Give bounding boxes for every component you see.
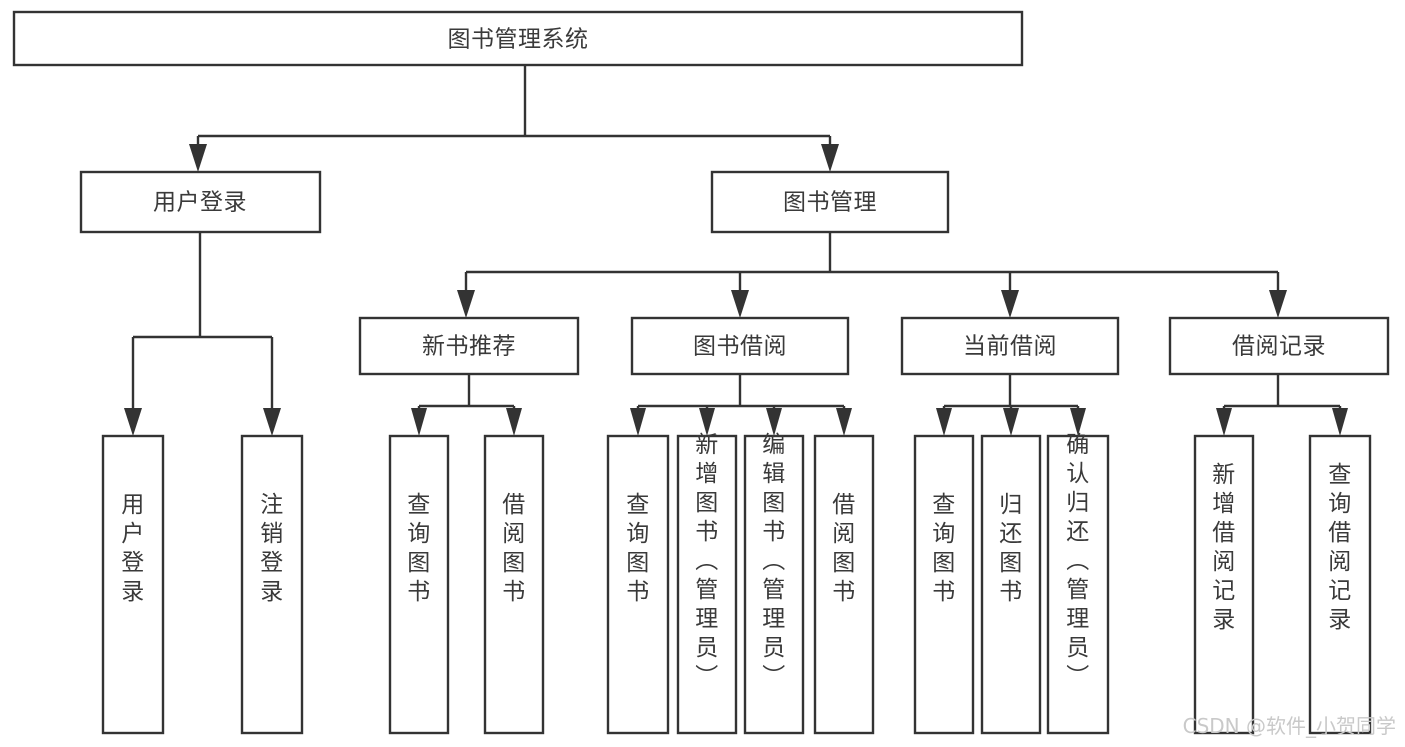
arrowhead-br-query [1332,408,1348,436]
arrowhead-book-manage [821,144,839,172]
arrowhead-leaf-user-login [124,408,142,436]
node-current-borrow-label: 当前借阅 [963,334,1057,360]
node-book-manage-label: 图书管理 [783,190,877,216]
arrowhead-nb-query [411,408,427,436]
node-leaf-cb-return-book-label: 归还图书 [999,492,1023,605]
node-book-manage[interactable]: 图书管理 [710,170,950,234]
node-leaf-nb-query-book-label: 查询图书 [407,492,431,605]
arrowhead-cb-query [936,408,952,436]
node-book-borrow-box[interactable] [630,316,850,376]
node-leaf-br-query-record-label: 查询借阅记录 [1328,462,1352,633]
node-leaf-bb-query-book-label: 查询图书 [626,492,650,605]
node-root-system-label: 图书管理系统 [448,27,589,53]
arrowhead-leaf-logout [263,408,281,436]
node-leaf-bb-query-book-box[interactable] [606,434,670,735]
node-current-borrow[interactable]: 当前借阅 [900,316,1120,376]
arrowhead-cb-confirm [1070,408,1086,436]
node-book-manage-box[interactable] [710,170,950,234]
node-leaf-bb-edit-book-label: 编辑图书︵管理员︶ [762,432,786,690]
edges-root-to-level1 [189,65,839,172]
node-new-book-recommend[interactable]: 新书推荐 [358,316,580,376]
node-borrow-record-box[interactable] [1168,316,1390,376]
arrowhead-current-borrow [1001,290,1019,318]
node-leaf-cb-query-book-label: 查询图书 [932,492,956,605]
node-leaf-bb-borrow-book[interactable]: 借阅图书 [813,434,875,735]
node-leaf-bb-borrow-book-label: 借阅图书 [832,492,856,605]
node-leaf-nb-query-book[interactable]: 查询图书 [388,434,450,735]
node-root-system-box[interactable] [12,10,1024,67]
node-leaf-logout-label: 注销登录 [260,492,284,605]
node-leaf-br-query-record[interactable]: 查询借阅记录 [1308,434,1372,735]
node-leaf-bb-query-book[interactable]: 查询图书 [606,434,670,735]
arrowhead-nb-borrow [506,408,522,436]
node-new-book-recommend-label: 新书推荐 [422,334,516,360]
node-leaf-cb-confirm-return-box[interactable] [1046,434,1110,735]
node-user-login[interactable]: 用户登录 [79,170,322,234]
node-leaf-nb-borrow-book-label: 借阅图书 [502,492,526,605]
node-root-system[interactable]: 图书管理系统 [12,10,1024,67]
arrowhead-bb-edit [766,408,782,436]
arrowhead-cb-return [1003,408,1019,436]
arrowhead-br-add [1216,408,1232,436]
node-borrow-record-label: 借阅记录 [1232,334,1326,360]
node-leaf-nb-borrow-book-box[interactable] [483,434,545,735]
arrowhead-user-login [189,144,207,172]
arrowhead-bb-query [630,408,646,436]
edges-borrowrecord-to-leaves [1216,374,1348,436]
node-leaf-logout-box[interactable] [240,434,304,735]
node-new-book-recommend-box[interactable] [358,316,580,376]
node-leaf-bb-edit-book[interactable]: 编辑图书︵管理员︶ [743,432,805,735]
node-leaf-user-login-label: 用户登录 [121,492,145,605]
arrowhead-new-book-rec [457,290,475,318]
node-leaf-br-add-record[interactable]: 新增借阅记录 [1193,434,1255,735]
edges-currentborrow-to-leaves [936,374,1086,436]
arrowhead-bb-borrow [836,408,852,436]
node-leaf-cb-confirm-return[interactable]: 确认归还︵管理员︶ [1046,432,1110,735]
node-leaf-bb-add-book[interactable]: 新增图书︵管理员︶ [676,432,738,735]
node-leaf-nb-query-book-box[interactable] [388,434,450,735]
arrowhead-book-borrow [731,290,749,318]
edges-newbook-to-leaves [411,374,522,436]
node-user-login-label: 用户登录 [153,190,247,216]
node-user-login-box[interactable] [79,170,322,234]
node-borrow-record[interactable]: 借阅记录 [1168,316,1390,376]
node-leaf-br-query-record-box[interactable] [1308,434,1372,735]
watermark-label: CSDN @软件_小贺同学 [1183,714,1396,738]
node-leaf-cb-query-book-box[interactable] [913,434,975,735]
node-leaf-cb-return-book[interactable]: 归还图书 [980,434,1042,735]
node-leaf-bb-borrow-book-box[interactable] [813,434,875,735]
node-leaf-bb-add-book-box[interactable] [676,434,738,735]
node-leaf-br-add-record-box[interactable] [1193,434,1255,735]
node-book-borrow[interactable]: 图书借阅 [630,316,850,376]
node-leaf-cb-return-book-box[interactable] [980,434,1042,735]
node-leaf-bb-edit-book-box[interactable] [743,434,805,735]
node-leaf-nb-borrow-book[interactable]: 借阅图书 [483,434,545,735]
node-leaf-bb-add-book-label: 新增图书︵管理员︶ [695,432,719,690]
node-leaf-user-login[interactable]: 用户登录 [101,434,165,735]
node-book-borrow-label: 图书借阅 [693,334,787,360]
arrowhead-borrow-record [1269,290,1287,318]
node-leaf-cb-confirm-return-label: 确认归还︵管理员︶ [1066,432,1090,690]
node-leaf-br-add-record-label: 新增借阅记录 [1212,462,1236,633]
edges-userlogin-to-leaves [124,232,281,436]
edges-bookborrow-to-leaves [630,374,852,436]
edges-bookmanage-to-level2 [457,232,1287,318]
node-leaf-logout[interactable]: 注销登录 [240,434,304,735]
arrowhead-bb-add [699,408,715,436]
node-leaf-user-login-box[interactable] [101,434,165,735]
node-leaf-cb-query-book[interactable]: 查询图书 [913,434,975,735]
node-current-borrow-box[interactable] [900,316,1120,376]
